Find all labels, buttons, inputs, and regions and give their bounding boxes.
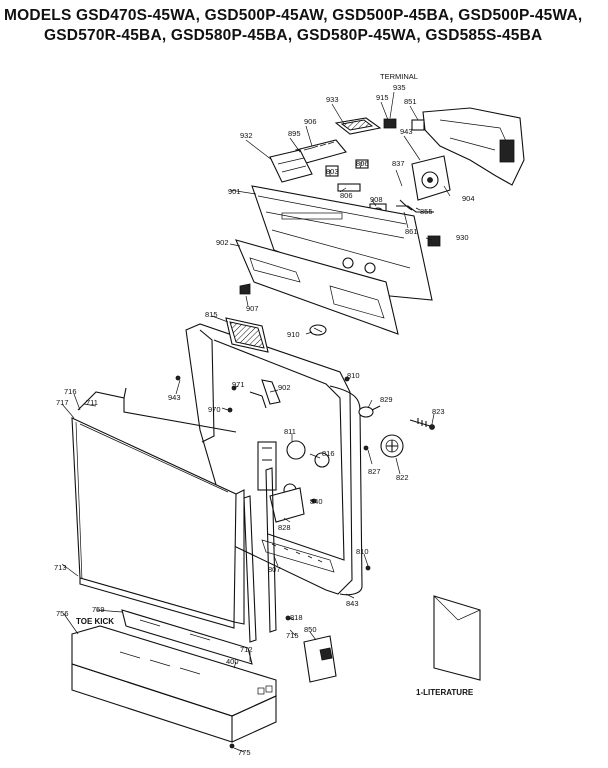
knob-910 — [309, 324, 327, 336]
part-number: 906 — [304, 117, 317, 126]
screw-775 — [229, 743, 235, 749]
control-module-housing — [422, 107, 525, 186]
door-seal-843 — [329, 385, 363, 596]
part-number: 756 — [56, 609, 69, 618]
part-number: 711 — [86, 398, 98, 407]
part-number: 943 — [168, 393, 181, 402]
part-number: 717 — [56, 398, 69, 407]
part-number: 827 — [368, 467, 381, 476]
part-number: 712 — [240, 645, 253, 654]
part-number: 837 — [392, 159, 405, 168]
dispenser-811 — [257, 440, 330, 497]
part-number: 915 — [376, 93, 389, 102]
part-number: 907 — [246, 304, 259, 313]
part-806a — [355, 159, 369, 169]
screw-823 — [409, 418, 435, 430]
knob-907 — [239, 283, 251, 295]
part-number: 823 — [432, 407, 445, 416]
part-930 — [427, 235, 441, 247]
part-number: 843 — [346, 599, 359, 608]
screw-827 — [363, 445, 369, 451]
part-number: 829 — [380, 395, 393, 404]
part-number: 822 — [396, 473, 409, 482]
trim-strip-bottom — [79, 577, 235, 629]
latch-assembly-902 — [249, 379, 281, 409]
part-number: 775 — [238, 748, 251, 757]
part-number: 932 — [240, 131, 253, 140]
part-number: 930 — [456, 233, 469, 242]
callout-labels: TERMINAL TOE KICK 1-LITERATURE 935 933 9… — [54, 72, 475, 757]
label-literature: 1-LITERATURE — [416, 688, 474, 697]
part-number: 828 — [278, 523, 291, 532]
part-number: 806 — [356, 159, 369, 168]
door-handle-bar — [243, 467, 277, 643]
part-803 — [325, 165, 339, 177]
leader-lines — [61, 91, 451, 753]
part-number: 935 — [393, 83, 406, 92]
part-number: 901 — [228, 187, 241, 196]
part-number: 943 — [400, 127, 413, 136]
terminal-block-915 — [383, 118, 397, 129]
panel-overlay-902 — [235, 239, 399, 335]
part-number: 861 — [405, 227, 418, 236]
part-number: 811 — [284, 427, 296, 436]
knob-829 — [358, 405, 381, 418]
hinge-850 — [303, 635, 337, 683]
part-number: 902 — [216, 238, 229, 247]
part-number: 810 — [347, 371, 360, 380]
dial-822 — [380, 434, 404, 458]
part-number: 908 — [370, 195, 383, 204]
part-number: 970 — [208, 405, 221, 414]
part-number: 971 — [232, 380, 245, 389]
part-851 — [411, 119, 425, 131]
toe-kick-bracket-759 — [121, 609, 253, 665]
screw-810-lower — [365, 565, 371, 571]
part-number: 933 — [326, 95, 339, 104]
part-number: 855 — [420, 207, 433, 216]
part-number: 715 — [286, 631, 299, 640]
part-970 — [227, 407, 233, 413]
label-toe-kick: TOE KICK — [76, 617, 114, 626]
part-number: 910 — [287, 330, 300, 339]
part-number: 850 — [304, 625, 317, 634]
part-number: 807 — [268, 565, 281, 574]
harness-861 — [396, 199, 434, 213]
part-number: 810 — [356, 547, 369, 556]
models-header-line-1: MODELS GSD470S-45WA, GSD500P-45AW, GSD50… — [4, 7, 583, 24]
vent-grille-815 — [225, 317, 269, 353]
part-number: 716 — [64, 387, 77, 396]
part-number: 851 — [404, 97, 417, 106]
timer-904 — [411, 155, 451, 201]
part-806b — [337, 183, 361, 192]
label-terminal: TERMINAL — [380, 72, 418, 81]
part-number: 815 — [205, 310, 218, 319]
control-panel-901 — [251, 185, 433, 301]
part-number: 400 — [226, 657, 239, 666]
part-number: 840 — [310, 497, 323, 506]
models-header-line-2: GSD570R-45BA, GSD580P-45BA, GSD580P-45WA… — [44, 27, 543, 44]
part-number: 904 — [462, 194, 475, 203]
part-number: 816 — [322, 449, 335, 458]
bracket-933 — [334, 117, 382, 135]
dispenser-cover-828 — [269, 487, 305, 523]
part-number: 895 — [288, 129, 301, 138]
part-number: 803 — [326, 167, 339, 176]
part-number: 902 — [278, 383, 291, 392]
literature-envelope — [433, 595, 481, 681]
part-number: 759 — [92, 605, 105, 614]
part-number: 806 — [340, 191, 353, 200]
outer-door-panel-713 — [71, 417, 245, 625]
outer-door-liner-711 — [77, 387, 237, 433]
toe-kick-panel-756 — [71, 625, 277, 743]
part-number: 713 — [54, 563, 67, 572]
part-number: 818 — [290, 613, 303, 622]
screw-943 — [175, 375, 181, 381]
switch-bracket-932 — [269, 149, 313, 183]
